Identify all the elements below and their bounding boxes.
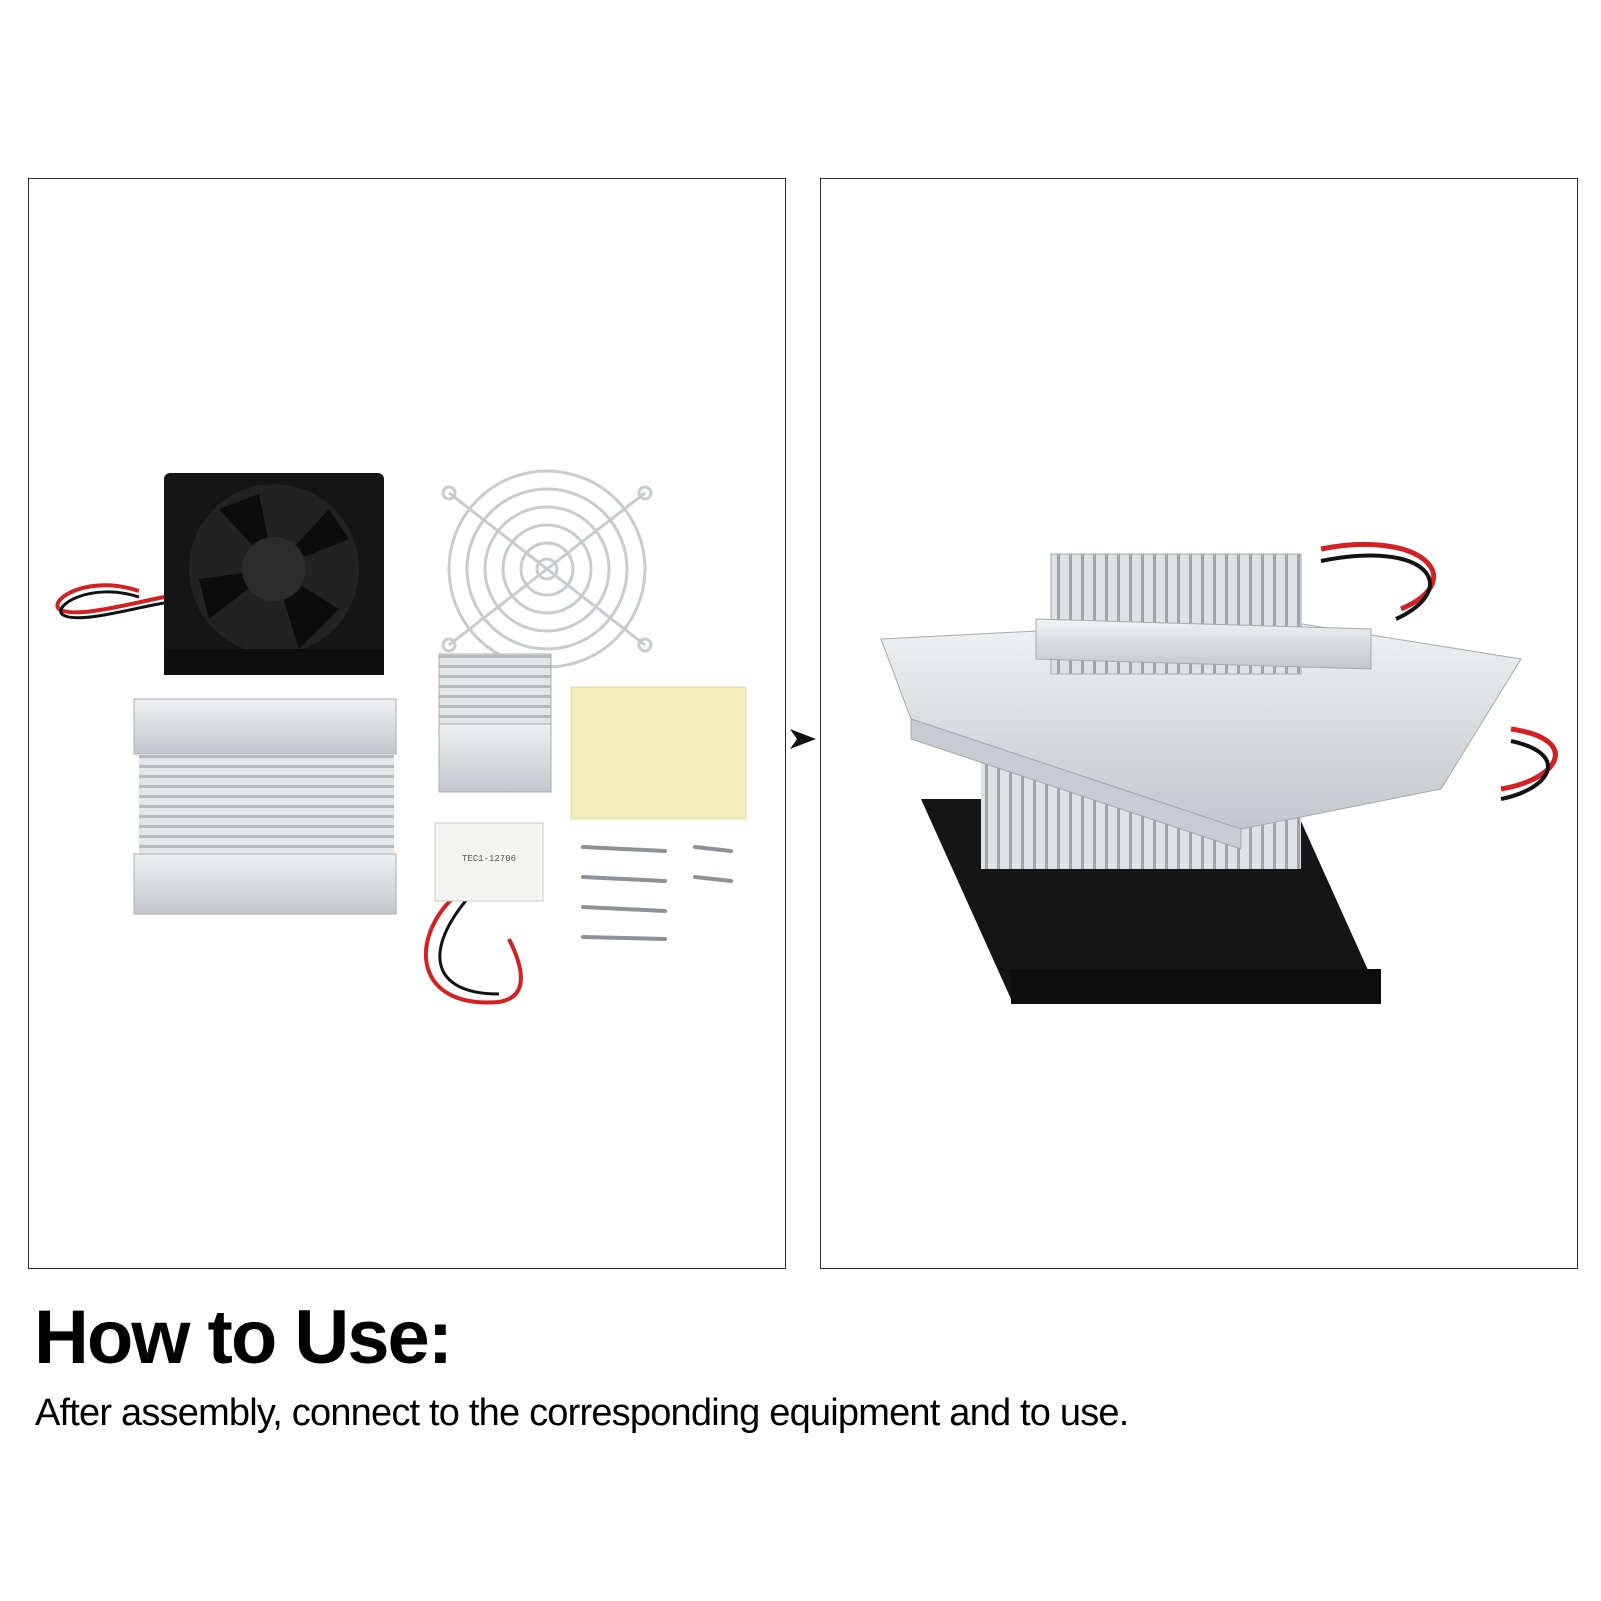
thermal-pad xyxy=(570,686,747,820)
assembled-cooler-illustration xyxy=(880,542,1558,1004)
large-heatsink xyxy=(133,698,397,915)
small-heatsink xyxy=(438,653,552,793)
components-illustration: TEC1-12706 xyxy=(55,469,747,1005)
how-to-use-title: How to Use: xyxy=(34,1295,453,1380)
screws xyxy=(581,845,733,941)
components-panel: TEC1-12706 xyxy=(28,178,786,1269)
peltier-module: TEC1-12706 xyxy=(423,822,544,1005)
cooling-fan xyxy=(55,473,384,675)
how-to-use-description: After assembly, connect to the correspon… xyxy=(35,1392,1129,1434)
peltier-label: TEC1-12706 xyxy=(462,854,516,864)
assembled-cooler xyxy=(880,542,1558,1004)
assembled-panel xyxy=(820,178,1578,1269)
triangle-right-arrow-icon xyxy=(790,729,816,749)
fan-guard xyxy=(441,469,653,669)
